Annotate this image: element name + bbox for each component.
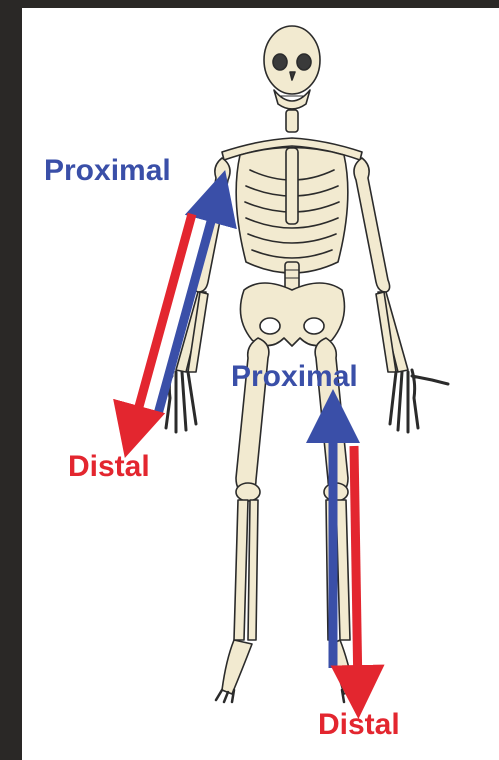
arm-distal-label: Distal	[68, 452, 150, 482]
arm-proximal-label: Proximal	[44, 156, 171, 186]
leg-distal-arrow-icon	[354, 446, 358, 692]
leg-proximal-label: Proximal	[231, 362, 358, 392]
leg-distal-label: Distal	[318, 710, 400, 740]
